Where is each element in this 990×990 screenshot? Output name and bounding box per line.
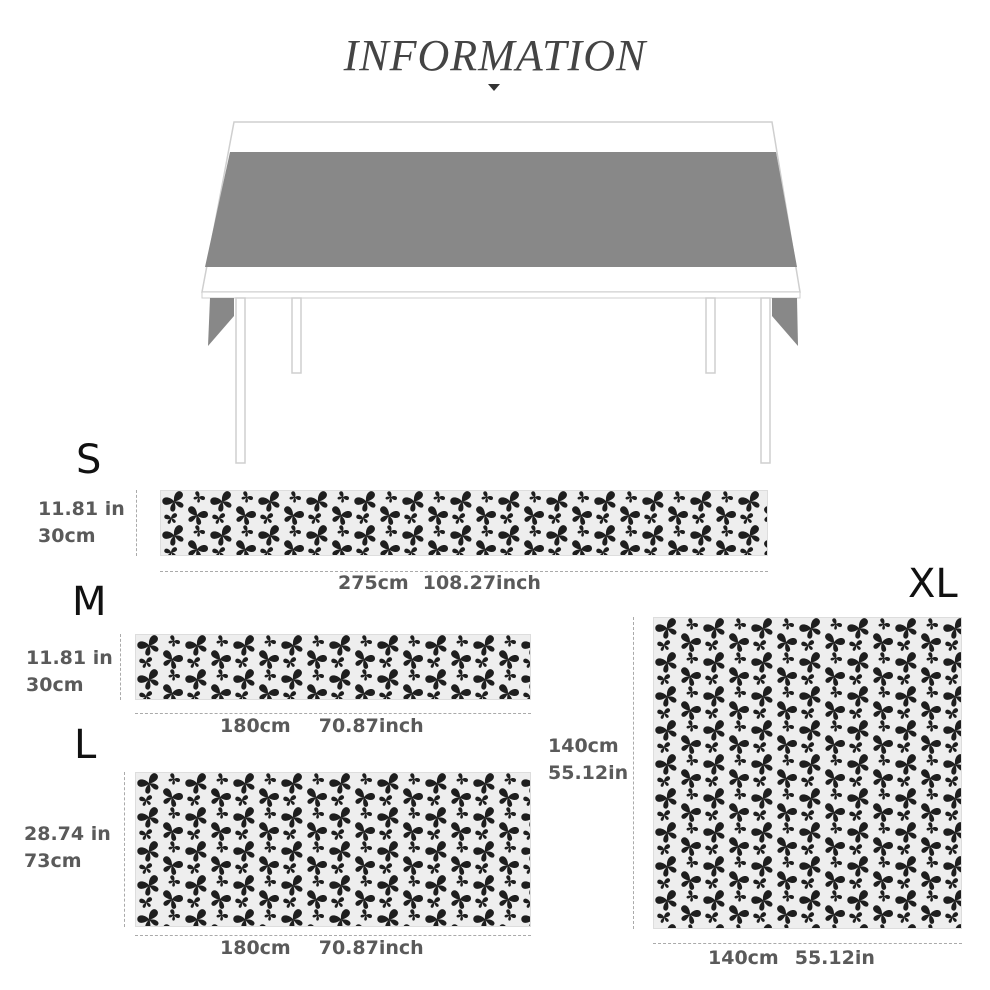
dimension-line xyxy=(653,943,962,944)
runner-swatch-s xyxy=(160,490,768,556)
width-in: 108.27inch xyxy=(422,572,541,594)
size-s-height: 11.81 in 30cm xyxy=(38,496,125,550)
width-in: 70.87inch xyxy=(318,937,424,959)
runner-swatch-l xyxy=(135,772,531,927)
table-leg xyxy=(291,297,302,374)
size-m-width: 180cm 70.87inch xyxy=(220,713,438,740)
dimension-line xyxy=(136,490,137,556)
height-cm: 73cm xyxy=(24,850,82,872)
width-in: 55.12in xyxy=(794,947,875,969)
dimension-line xyxy=(124,772,125,927)
table-edge xyxy=(201,291,801,299)
table-leg xyxy=(760,297,771,464)
size-label-m: M xyxy=(72,579,107,625)
dimension-line xyxy=(120,634,121,700)
height-in: 11.81 in xyxy=(26,647,113,669)
runner-hang-left xyxy=(208,298,234,346)
height-in: 55.12in xyxy=(548,762,629,784)
size-xl-width: 140cm 55.12in xyxy=(708,945,889,972)
width-cm: 180cm xyxy=(220,715,291,737)
size-label-xl: XL xyxy=(908,561,958,607)
size-l-width: 180cm 70.87inch xyxy=(220,935,438,962)
dimension-line xyxy=(135,713,531,714)
width-in: 70.87inch xyxy=(318,715,424,737)
height-cm: 30cm xyxy=(26,674,84,696)
width-cm: 275cm xyxy=(338,572,409,594)
table-leg xyxy=(235,297,246,464)
height-in: 11.81 in xyxy=(38,498,125,520)
runner-hang-right xyxy=(772,298,798,346)
dimension-line xyxy=(633,617,634,929)
height-cm: 30cm xyxy=(38,525,96,547)
width-cm: 180cm xyxy=(220,937,291,959)
size-s-width: 275cm 108.27inch xyxy=(338,570,555,597)
width-cm: 140cm xyxy=(708,947,779,969)
dimension-line xyxy=(160,571,768,572)
size-xl-height: 140cm 55.12in xyxy=(548,733,628,787)
runner-swatch-xl xyxy=(653,617,962,929)
runner-swatch-m xyxy=(135,634,531,700)
runner-on-table xyxy=(205,152,797,267)
size-m-height: 11.81 in 30cm xyxy=(26,645,113,699)
table-leg xyxy=(705,297,716,374)
page-title: INFORMATION xyxy=(343,31,647,80)
height-cm: 140cm xyxy=(548,735,619,757)
height-in: 28.74 in xyxy=(24,823,111,845)
table-illustration xyxy=(201,121,801,464)
dimension-line xyxy=(135,935,531,936)
size-label-s: S xyxy=(76,437,102,483)
size-label-l: L xyxy=(74,722,97,768)
size-l-height: 28.74 in 73cm xyxy=(24,821,111,875)
caret-down-icon xyxy=(488,84,500,91)
